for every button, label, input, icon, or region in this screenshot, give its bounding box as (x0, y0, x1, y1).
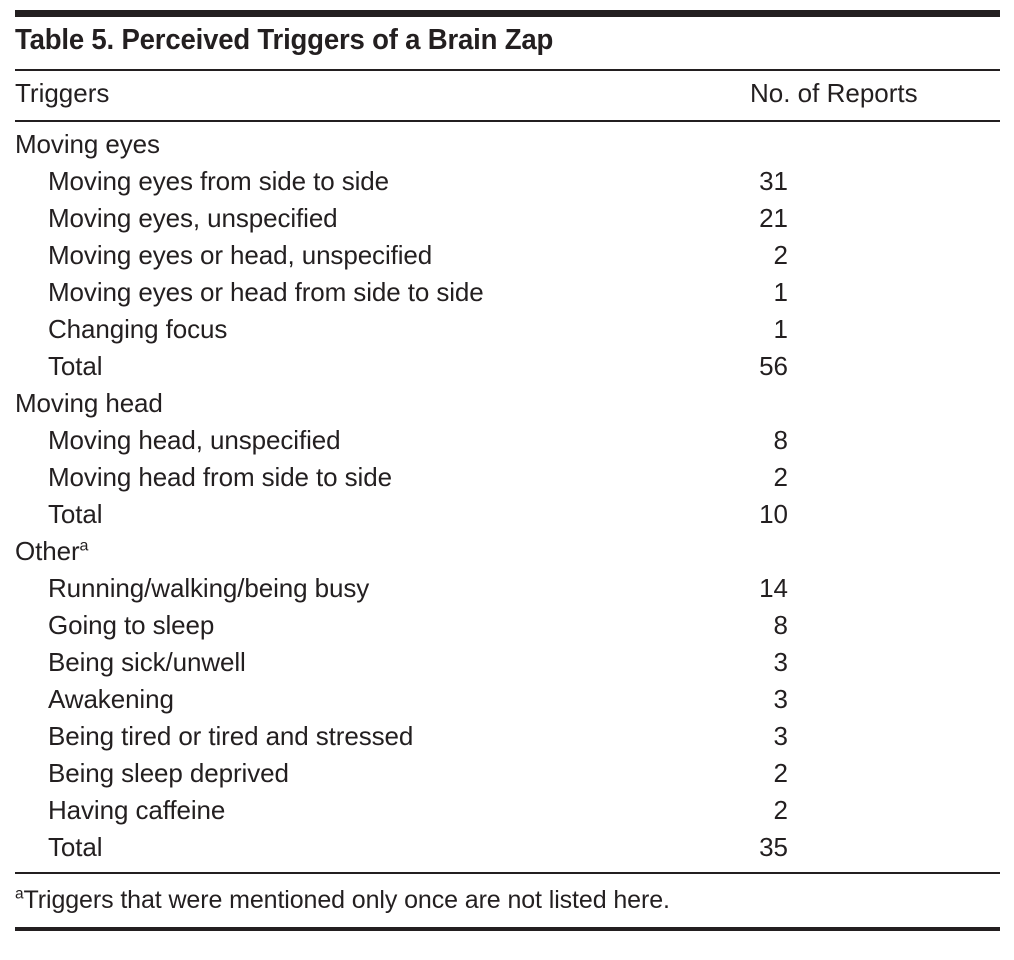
table-row: Changing focus 1 (15, 311, 1000, 348)
table-top-rule (15, 10, 1000, 17)
title-separator-rule (15, 69, 1000, 71)
table-row: Moving head, unspecified 8 (15, 422, 1000, 459)
table-row: Moving head from side to side 2 (15, 459, 1000, 496)
table-row: Total 10 (15, 496, 1000, 533)
table-row: Othera (15, 533, 1000, 570)
row-group-label: Moving head (15, 388, 163, 418)
row-item-label: Changing focus (48, 314, 228, 344)
table-row: Moving head (15, 385, 1000, 422)
row-item-label: Moving head from side to side (48, 462, 392, 492)
row-item-label: Total (48, 832, 103, 862)
table-row: Having caffeine 2 (15, 792, 1000, 829)
data-table: Triggers No. of Reports (15, 71, 1000, 115)
table-row: Being tired or tired and stressed 3 (15, 718, 1000, 755)
table-row: Being sick/unwell 3 (15, 644, 1000, 681)
row-item-label: Being tired or tired and stressed (48, 721, 414, 751)
table-bottom-rule (15, 927, 1000, 931)
row-footnote-marker-icon: a (79, 536, 89, 555)
row-item-label: Moving eyes, unspecified (48, 203, 338, 233)
row-value: 14 (759, 573, 788, 603)
row-label-text: Other (15, 536, 80, 566)
table-row: Total 35 (15, 829, 1000, 866)
table-row: Moving eyes, unspecified 21 (15, 200, 1000, 237)
row-item-label: Moving eyes or head, unspecified (48, 240, 433, 270)
table-row: Running/walking/being busy 14 (15, 570, 1000, 607)
row-value: 56 (759, 351, 788, 381)
row-group-label: Moving eyes (15, 129, 160, 159)
row-value: 3 (773, 684, 788, 714)
row-value: 21 (759, 203, 788, 233)
row-item-label: Awakening (48, 684, 174, 714)
row-value: 10 (759, 499, 788, 529)
table-row: Being sleep deprived 2 (15, 755, 1000, 792)
row-value: 8 (773, 425, 788, 455)
row-value: 3 (773, 721, 788, 751)
row-item-label: Running/walking/being busy (48, 573, 370, 603)
table-header-row: Triggers No. of Reports (15, 71, 1000, 115)
row-item-label: Having caffeine (48, 795, 226, 825)
row-value (750, 126, 1000, 163)
table-container: Table 5. Perceived Triggers of a Brain Z… (0, 10, 1014, 960)
table-row: Moving eyes or head, unspecified 2 (15, 237, 1000, 274)
row-value: 2 (773, 795, 788, 825)
row-item-label: Going to sleep (48, 610, 215, 640)
row-value: 2 (773, 758, 788, 788)
column-header-no-of-reports: No. of Reports (750, 78, 918, 108)
row-item-label: Moving eyes or head from side to side (48, 277, 484, 307)
table-row: Total 56 (15, 348, 1000, 385)
header-separator-rule (15, 120, 1000, 122)
row-item-label: Total (48, 351, 103, 381)
column-header-triggers: Triggers (15, 78, 110, 108)
row-value: 1 (773, 314, 788, 344)
footnote-text: Triggers that were mentioned only once a… (23, 886, 670, 914)
table-row: Moving eyes (15, 126, 1000, 163)
row-value: 8 (773, 610, 788, 640)
row-value: 31 (759, 166, 788, 196)
table-row: Awakening 3 (15, 681, 1000, 718)
table-row: Moving eyes or head from side to side 1 (15, 274, 1000, 311)
table-title: Table 5. Perceived Triggers of a Brain Z… (15, 24, 554, 56)
table-row: Going to sleep 8 (15, 607, 1000, 644)
row-group-label: Othera (15, 533, 750, 570)
row-value: 1 (773, 277, 788, 307)
row-item-label: Total (48, 499, 103, 529)
table-footnote: aTriggers that were mentioned only once … (15, 881, 999, 919)
body-end-rule (15, 872, 1000, 874)
table-row: Moving eyes from side to side 31 (15, 163, 1000, 200)
row-value (750, 385, 1000, 422)
footnote-marker-icon: a (15, 885, 24, 903)
row-item-label: Being sick/unwell (48, 647, 246, 677)
row-item-label: Moving eyes from side to side (48, 166, 390, 196)
row-value: 3 (773, 647, 788, 677)
row-value: 2 (773, 462, 788, 492)
row-item-label: Being sleep deprived (48, 758, 289, 788)
row-value: 2 (773, 240, 788, 270)
row-value (750, 533, 1000, 570)
row-value: 35 (759, 832, 788, 862)
row-item-label: Moving head, unspecified (48, 425, 341, 455)
